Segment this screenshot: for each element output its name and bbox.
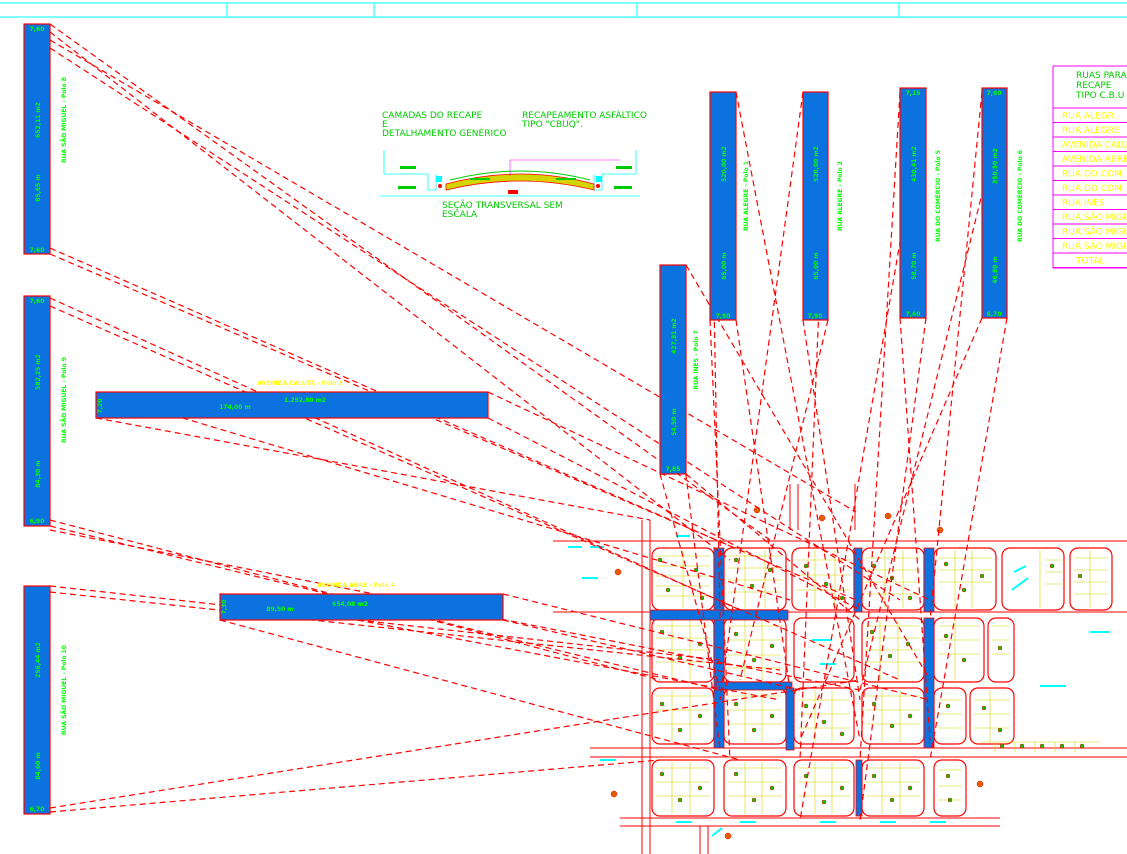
- block-bottom-width: 7,60: [906, 311, 921, 318]
- table-header-1: RUAS PARA: [1076, 71, 1127, 81]
- table-row-label: RUA SÃO MIGU: [1062, 212, 1127, 223]
- section-title-1: SEÇÃO TRANSVERSAL SEM: [442, 200, 563, 211]
- block-area: 654,08 m2: [332, 601, 368, 608]
- block-area: 427,81 m2: [671, 318, 678, 354]
- summary-table: RUAS PARA RECAPE TIPO C.B.U RUA ALEGRRUA…: [1052, 65, 1127, 269]
- table-row-label: RUA ALEGR: [1062, 112, 1114, 122]
- lot-lines: [656, 550, 1108, 814]
- block-street-name: RUA SÃO MIGUEL - Polo 8: [61, 77, 68, 163]
- block-area: 1.252,80 m2: [284, 397, 326, 404]
- table-row-label: AVENIDA ABRE: [1062, 155, 1127, 165]
- section-bollards: [436, 176, 602, 188]
- block-length: 85,65 m: [35, 174, 42, 201]
- table-total-label: TOTAL: [1075, 257, 1105, 267]
- block-street-name: RUA ALEGRE - Polo 2: [837, 161, 844, 231]
- plan-cyan-marks: [568, 535, 1110, 837]
- cross-section-detail: CAMADAS DO RECAPE E DETALHAMENTO GENÉRIC…: [380, 109, 647, 220]
- block-bottom-width: 6,90: [30, 518, 45, 525]
- block-length: 54,50 m: [671, 408, 678, 435]
- block-street-name: AVENIDA ABRE - Polo 4: [317, 582, 395, 589]
- road-block-comercio-5: 7,15 7,60 430,41 m2 58,70 m RUA DO COMÉR…: [899, 87, 942, 319]
- block-bottom-width: 7,60: [30, 247, 45, 254]
- road-block-ines-7: 7,85 427,81 m2 54,50 m RUA INES - Polo 7: [659, 264, 700, 475]
- block-length: 46,80 m: [992, 256, 999, 283]
- table-row-label: RUA DO COM: [1062, 170, 1122, 180]
- block-bottom-width: 7,85: [666, 466, 681, 473]
- table-header-2: RECAPE: [1076, 81, 1112, 91]
- road-block-sao-miguel-8: 7,60 7,60 652,11 m2 85,65 m RUA SÃO MIGU…: [23, 23, 68, 255]
- table-row-label: RUA INES: [1062, 199, 1105, 209]
- table-rows: RUA ALEGR RUA ALEGRE AVENIDA CALU AVENIDA A…: [1053, 112, 1127, 268]
- block-area: 350,50 m2: [992, 148, 999, 184]
- block-area: 256,44 m2: [35, 642, 42, 678]
- section-title-2: ESCALA: [442, 210, 478, 220]
- recape-layer: [449, 170, 591, 181]
- block-bottom-width: 7,90: [808, 313, 823, 320]
- block-length: 65,00 m: [813, 252, 820, 279]
- block-area: 520,00 m2: [813, 146, 820, 182]
- block-left-width: 7,30: [221, 600, 228, 615]
- street-plan: [553, 484, 1127, 854]
- detail-title-right-1: RECAPEAMENTO ASFÁLTICO: [522, 109, 647, 121]
- detail-title-left-3: DETALHAMENTO GENÉRICO: [382, 127, 507, 139]
- block-street-name: RUA ALEGRE - Polo 1: [743, 161, 750, 231]
- table-row-label: RUA SÃO MIGU: [1062, 241, 1127, 252]
- block-area: 430,41 m2: [911, 146, 918, 182]
- block-top-width: 7,60: [30, 26, 45, 33]
- block-length: 58,70 m: [911, 252, 918, 279]
- block-area: 582,25 m2: [35, 354, 42, 390]
- block-top-width: 7,15: [906, 90, 921, 97]
- block-length: 89,50 m: [266, 606, 293, 613]
- table-row-label: AVENIDA CALU: [1062, 141, 1127, 151]
- vertical-road-blocks: 7,60 7,60 652,11 m2 85,65 m RUA SÃO MIGU…: [23, 23, 1024, 815]
- block-bottom-width: 6,70: [987, 311, 1002, 318]
- block-top-width: 7,60: [987, 90, 1002, 97]
- road-block-sao-miguel-10: 6,70 256,44 m2 84,60 m RUA SÃO MIGUEL - …: [23, 585, 68, 815]
- block-top-width: 7,60: [30, 298, 45, 305]
- block-street-name: RUA SÃO MIGUEL - Polo 9: [61, 357, 68, 443]
- road-block-avenida-abre-4: AVENIDA ABRE - Polo 4 89,50 m 654,08 m2 …: [219, 582, 504, 621]
- block-length: 84,60 m: [35, 752, 42, 779]
- table-row-label: RUA ALEGRE: [1062, 126, 1120, 136]
- detail-title-left-1: CAMADAS DO RECAPE: [382, 111, 483, 121]
- block-length: 84,30 m: [35, 460, 42, 487]
- table-header-3: TIPO C.B.U: [1075, 91, 1124, 101]
- detail-title-right-2: TIPO "CBUQ".: [521, 120, 583, 130]
- road-block-sao-miguel-9: 7,60 6,90 582,25 m2 84,30 m RUA SÃO MIGU…: [23, 295, 68, 527]
- section-callouts: [509, 159, 620, 176]
- road-block-comercio-6: 7,60 6,70 350,50 m2 46,80 m RUA DO COMÉR…: [981, 87, 1024, 319]
- table-row-label: RUA DO COM: [1062, 184, 1122, 194]
- road-block-avenida-caluta-3: AVENIDA CALUTA - Polo 3 174,00 m 1.252,8…: [95, 380, 489, 419]
- block-left-width: 7,20: [97, 399, 104, 414]
- block-street-name: RUA SÃO MIGUEL - Polo 10: [61, 645, 68, 735]
- block-bottom-width: 7,90: [716, 313, 731, 320]
- table-row-label: RUA SÃO MIGU: [1062, 227, 1127, 238]
- block-length: 65,00 m: [721, 252, 728, 279]
- block-street-name: RUA DO COMÉRCIO - Polo 6: [1016, 150, 1024, 242]
- block-length: 174,00 m: [219, 404, 251, 411]
- section-center-mark: [508, 190, 518, 194]
- sheet-border: [0, 2, 1127, 18]
- block-area: 652,11 m2: [35, 102, 42, 138]
- section-small-labels: [398, 166, 632, 189]
- leader-lines: [49, 23, 1008, 821]
- road-block-alegre-2: 7,90 520,00 m2 65,00 m RUA ALEGRE - Polo…: [802, 91, 844, 321]
- road-block-alegre-1: 7,90 520,00 m2 65,00 m RUA ALEGRE - Polo…: [709, 91, 750, 321]
- block-street-name: RUA INES - Polo 7: [693, 330, 700, 389]
- block-area: 520,00 m2: [721, 146, 728, 182]
- detail-title-left-2: E: [382, 120, 388, 130]
- block-bottom-width: 6,70: [30, 806, 45, 813]
- horizontal-road-blocks: AVENIDA CALUTA - Polo 3 174,00 m 1.252,8…: [95, 380, 504, 621]
- block-street-name: AVENIDA CALUTA - Polo 3: [257, 380, 342, 387]
- block-street-name: RUA DO COMÉRCIO - Polo 5: [934, 150, 942, 242]
